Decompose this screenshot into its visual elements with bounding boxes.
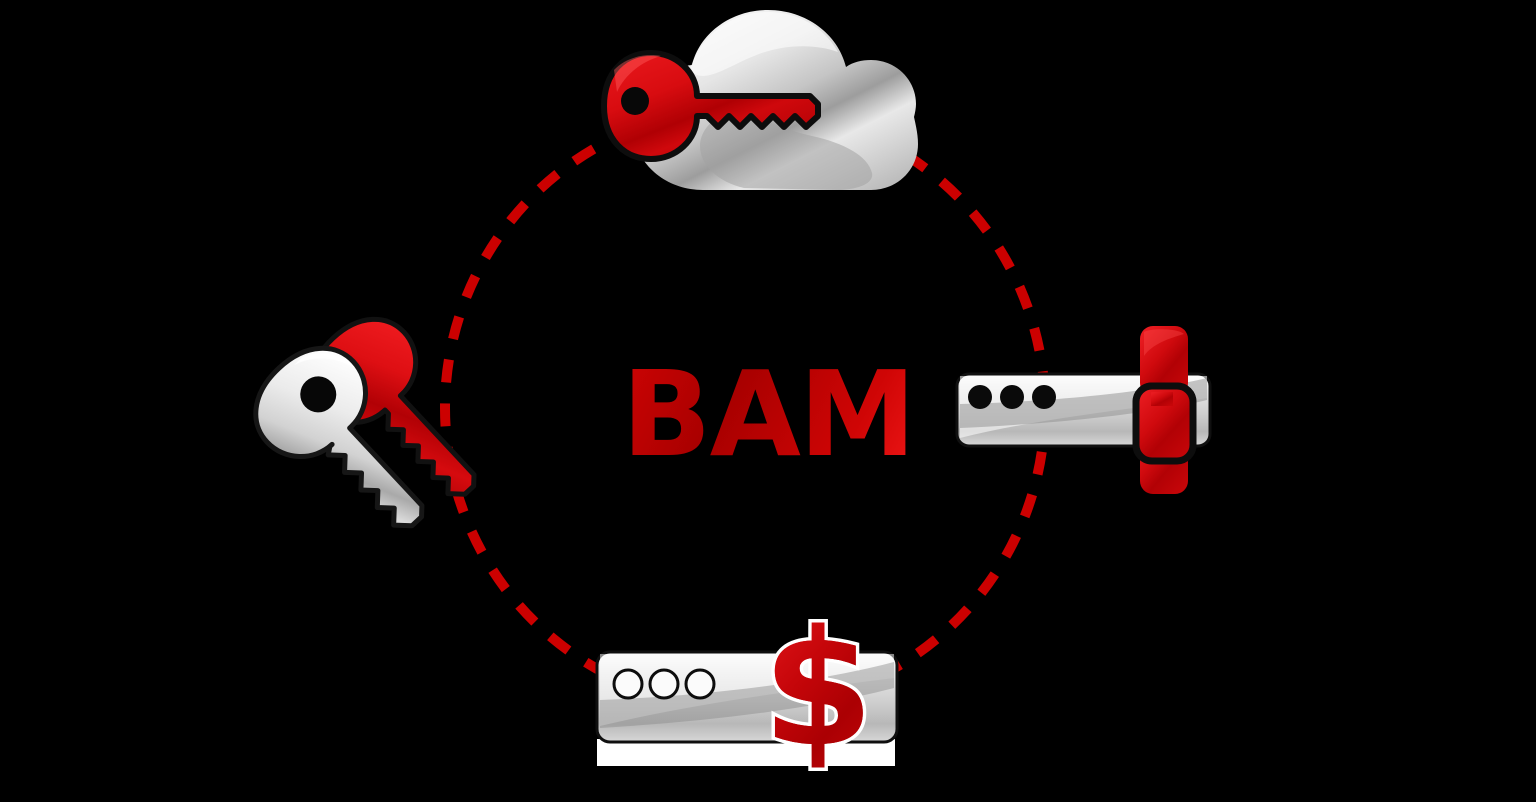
server-light: [612, 668, 644, 700]
server-indicator-lights: [968, 385, 1056, 409]
server-light: [648, 668, 680, 700]
page-title: BAM: [0, 355, 1536, 473]
svg-text:$: $: [762, 595, 873, 782]
chain-link-shape: [1132, 326, 1197, 494]
server-light: [968, 385, 992, 409]
cloud-with-key-icon[interactable]: [601, 10, 918, 190]
server-light: [1000, 385, 1024, 409]
double-key-icon[interactable]: [236, 300, 513, 559]
server-light: [1032, 385, 1056, 409]
server-with-dollar-icon[interactable]: $ $: [595, 592, 899, 786]
dollar-glyph: $: [762, 595, 873, 782]
server-light: [684, 668, 716, 700]
server-indicator-lights: [612, 668, 716, 700]
key-bow-hole: [621, 87, 649, 115]
dollar-sign-shape: $ $: [759, 592, 877, 786]
silver-key-front-shape: [253, 345, 425, 529]
key-bow-hole: [300, 376, 337, 413]
server-bar-shape: [595, 650, 899, 744]
chain-link-segment: [1140, 326, 1188, 396]
server-with-chain-link-icon[interactable]: [955, 326, 1212, 494]
red-key-shape: [601, 50, 821, 162]
